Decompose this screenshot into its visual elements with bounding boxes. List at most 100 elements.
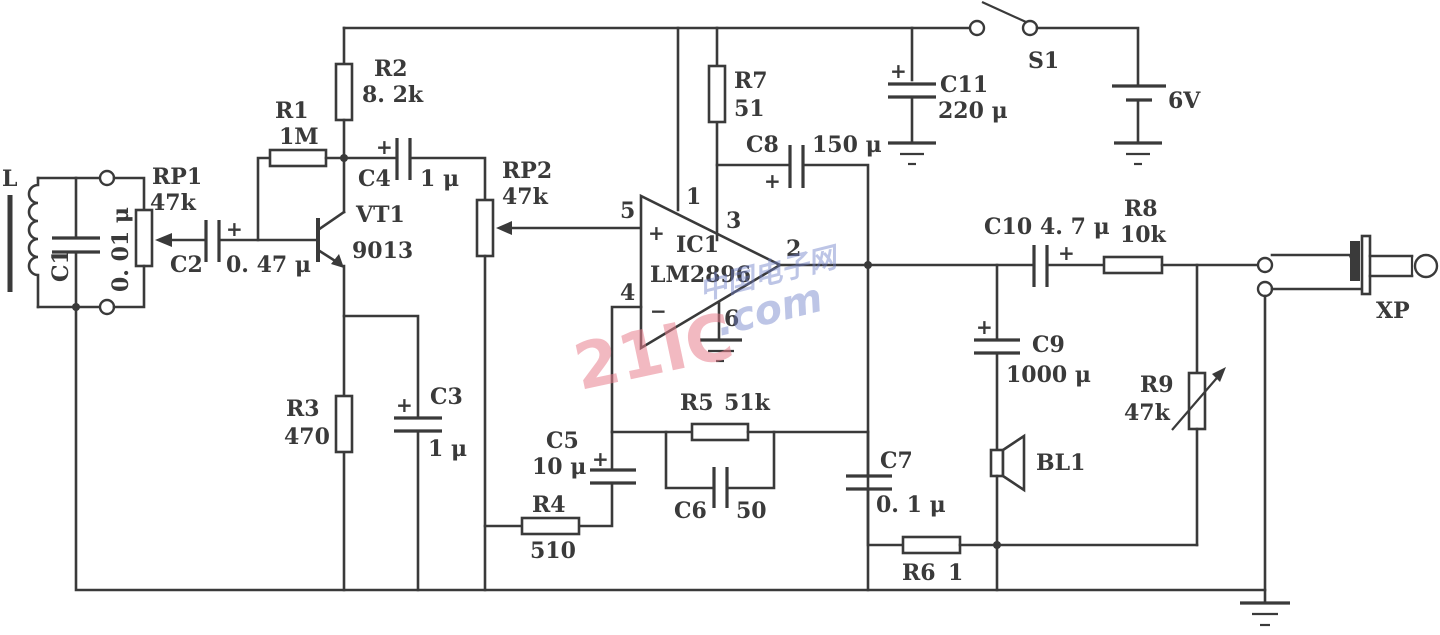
c2-value: 0. 47 μ <box>226 252 311 278</box>
c3-ref: C3 <box>430 384 463 410</box>
potentiometer-rp1[interactable]: RP1 47k <box>112 164 208 309</box>
polarity-mark: + <box>226 217 243 241</box>
rp1-ref: RP1 <box>152 164 202 190</box>
ic1-lm2896: + − IC1 LM2896 5 1 3 2 4 6 <box>610 118 870 434</box>
r3-value: 470 <box>284 424 330 450</box>
r1-ref: R1 <box>275 98 309 124</box>
resistor-r7: R7 51 <box>707 64 768 124</box>
c10-ref: C10 <box>984 214 1032 240</box>
polarity-mark: + <box>1058 241 1075 265</box>
c4-ref: C4 <box>358 166 391 192</box>
polarity-mark: + <box>592 447 609 471</box>
r7-ref: R7 <box>734 68 768 94</box>
capacitor-c2: + C2 0. 47 μ <box>170 217 320 278</box>
r8-ref: R8 <box>1124 196 1158 222</box>
c8-ref: C8 <box>746 132 779 158</box>
pin-6: 6 <box>724 306 739 332</box>
battery-label: 6V <box>1168 88 1201 114</box>
c6-value: 50 <box>736 498 767 524</box>
pin-3: 3 <box>726 208 741 234</box>
supply-rail <box>342 26 972 212</box>
r1-value: 1M <box>279 124 319 150</box>
ground-bus <box>74 305 1290 627</box>
resistor-r4: R4 510 <box>483 492 581 564</box>
pin-4: 4 <box>620 280 635 306</box>
r4-value: 510 <box>530 538 576 564</box>
resistor-r6: R6 1 <box>866 487 1199 586</box>
r3-ref: R3 <box>286 396 320 422</box>
r7-value: 51 <box>734 96 765 122</box>
switch-s1[interactable]: S1 <box>968 0 1140 86</box>
c5-value: 10 μ <box>532 454 586 480</box>
tank-terminal-bottom <box>98 298 116 316</box>
r4-ref: R4 <box>532 492 566 518</box>
c11-value: 220 μ <box>938 98 1008 124</box>
c3-value: 1 μ <box>428 436 467 462</box>
rp2-ref: RP2 <box>502 158 552 184</box>
potentiometer-rp2[interactable]: RP2 47k <box>475 158 643 592</box>
r2-ref: R2 <box>374 56 408 82</box>
ic1-minus: − <box>650 299 667 323</box>
capacitor-c1: C1 0. 01 μ <box>48 176 134 309</box>
c1-ref: C1 <box>48 249 74 282</box>
jack-xp[interactable]: XP <box>1256 234 1439 604</box>
r6-value: 1 <box>948 560 963 586</box>
polarity-mark: + <box>764 169 781 193</box>
vt1-value: 9013 <box>352 238 413 264</box>
c8-value: 150 μ <box>812 132 882 158</box>
c10-value: 4. 7 μ <box>1040 214 1110 240</box>
speaker-bl1: BL1 <box>989 433 1085 592</box>
c7-value: 0. 1 μ <box>876 492 946 518</box>
resistor-r8: R8 10k <box>1102 196 1260 275</box>
polarity-mark: + <box>890 59 907 83</box>
capacitor-c10: + C10 4. 7 μ <box>866 214 1110 287</box>
r8-value: 10k <box>1120 222 1167 248</box>
bl1-ref: BL1 <box>1036 450 1085 476</box>
capacitor-c5: + C5 10 μ <box>532 428 636 528</box>
tank-terminal-top <box>98 169 116 187</box>
c5-ref: C5 <box>546 428 579 454</box>
resistor-r1: R1 1M <box>256 98 346 242</box>
c1-value: 0. 01 μ <box>108 207 134 292</box>
r2-value: 8. 2k <box>362 82 424 108</box>
polarity-mark: + <box>376 135 393 159</box>
c9-value: 1000 μ <box>1006 362 1091 388</box>
xp-ref: XP <box>1376 298 1410 324</box>
resistor-r5: R5 51k <box>610 390 870 442</box>
capacitor-c4: + C4 1 μ <box>342 135 487 202</box>
r5-ref: R5 <box>680 390 714 416</box>
ic1-plus: + <box>648 221 665 245</box>
capacitor-c3: + C3 1 μ <box>342 314 467 592</box>
battery-6v: 6V <box>1112 84 1201 166</box>
c7-ref: C7 <box>880 448 913 474</box>
r5-value: 51k <box>724 390 771 416</box>
c9-ref: C9 <box>1032 332 1065 358</box>
capacitor-c9: + C9 1000 μ <box>974 263 1091 450</box>
variable-resistor-r9[interactable]: R9 47k <box>1124 263 1226 547</box>
pin-1: 1 <box>686 184 701 210</box>
r6-ref: R6 <box>902 560 936 586</box>
s1-label: S1 <box>1028 48 1059 74</box>
c11-ref: C11 <box>940 72 988 98</box>
ic1-ref: IC1 <box>676 232 719 258</box>
rp2-value: 47k <box>502 184 549 210</box>
l-ref: L <box>2 166 17 192</box>
vt1-ref: VT1 <box>355 202 405 228</box>
ic1-value: LM2896 <box>650 262 751 288</box>
r9-value: 47k <box>1124 400 1171 426</box>
r9-ref: R9 <box>1140 372 1174 398</box>
inductor-l: L <box>2 166 40 309</box>
pin-5: 5 <box>620 198 635 224</box>
capacitor-c7: C7 0. 1 μ <box>846 448 946 518</box>
capacitor-c6: C6 50 <box>664 430 776 524</box>
c6-ref: C6 <box>674 498 707 524</box>
watermark-main: 21IC <box>568 300 740 406</box>
polarity-mark: + <box>976 315 993 339</box>
capacitor-c11: + C11 220 μ <box>888 59 1008 166</box>
pin-2: 2 <box>786 236 801 262</box>
c2-ref: C2 <box>170 252 203 278</box>
resistor-r3: R3 470 <box>284 394 354 454</box>
c4-value: 1 μ <box>420 166 459 192</box>
polarity-mark: + <box>396 393 413 417</box>
